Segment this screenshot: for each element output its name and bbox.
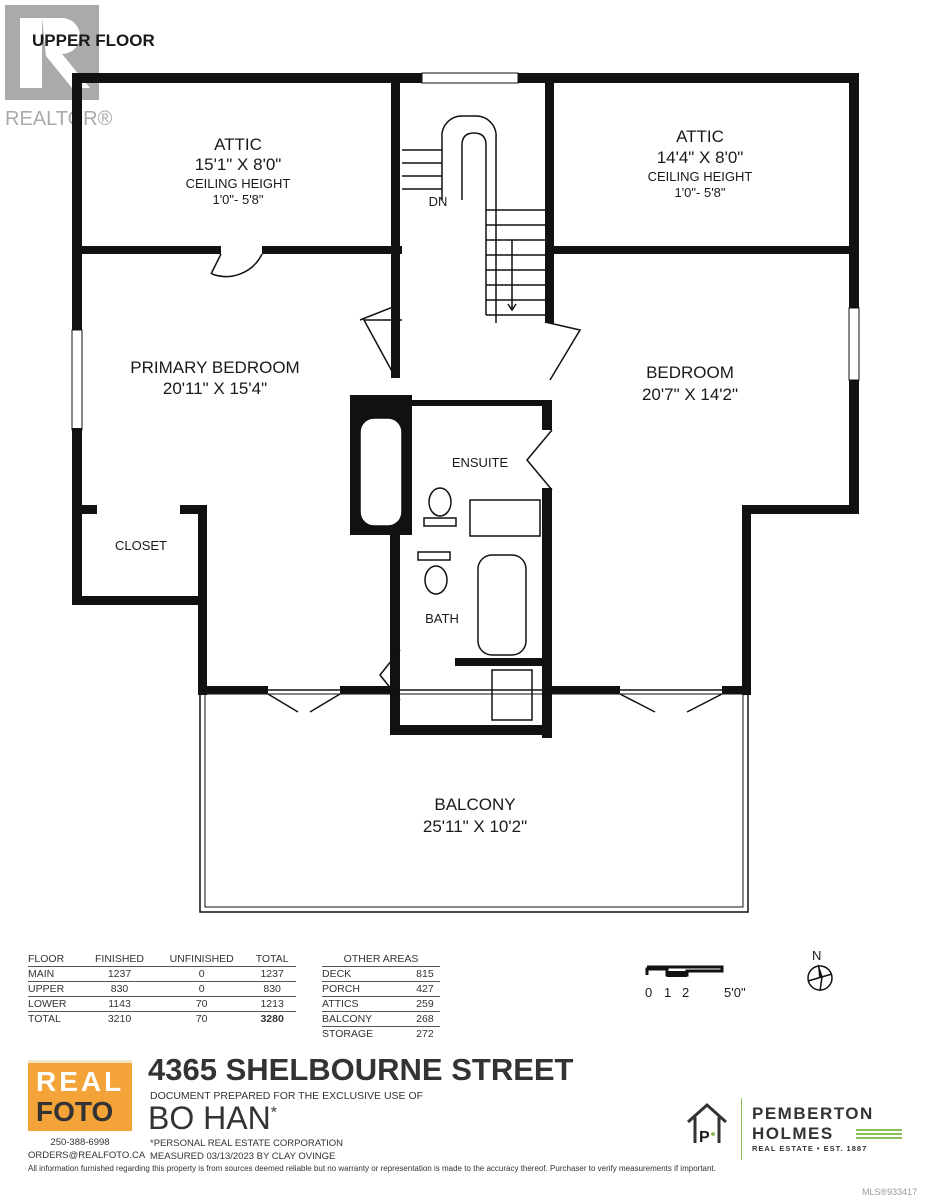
bedroom-name: BEDROOM [646,363,734,382]
svg-text:2: 2 [682,985,689,1000]
svg-text:N: N [812,948,821,963]
corp-text: *PERSONAL REAL ESTATE CORPORATION [150,1138,344,1149]
disclaimer: All information furnished regarding this… [28,1164,716,1173]
svg-text:14'4" X 8'0": 14'4" X 8'0" [657,148,744,167]
floor-plan: UPPER FLOOR ATTIC 15'1" X 8'0" CEILING H… [32,31,860,913]
svg-text:1: 1 [664,985,671,1000]
fixtures [359,417,541,721]
primary-name: PRIMARY BEDROOM [130,358,299,377]
balcony-outline [199,689,749,913]
room-attic-right: ATTIC 14'4" X 8'0" CEILING HEIGHT 1'0"- … [648,127,753,200]
svg-text:15'1" X 8'0": 15'1" X 8'0" [195,155,282,174]
room-attic-left: ATTIC 15'1" X 8'0" CEILING HEIGHT 1'0"- … [186,135,291,207]
closet-label: CLOSET [115,538,167,553]
primary-dims: 20'11" X 15'4" [163,379,267,398]
bedroom-dims: 20'7" X 14'2" [642,385,738,404]
svg-text:5'0": 5'0" [724,985,746,1000]
phone: 250-388-6998 [50,1137,110,1148]
balcony-dims: 25'11" X 10'2" [423,817,527,836]
email: ORDERS@REALFOTO.CA [28,1150,146,1161]
realfoto-logo: REAL FOTO [28,1060,132,1131]
svg-text:1'0"- 5'8": 1'0"- 5'8" [212,192,263,207]
ensuite-label: ENSUITE [452,455,509,470]
bath-label: BATH [425,611,459,626]
floor-label: UPPER FLOOR [32,31,155,50]
svg-text:ATTIC: ATTIC [214,135,262,154]
realtor-logo: REALTOR® [5,5,113,130]
measured-text: MEASURED 03/13/2023 BY CLAY OVINGE [150,1151,336,1162]
pemberton-holmes-logo: PEMBERTON HOLMES REAL ESTATE • EST. 1887 [752,1104,902,1153]
svg-text:P: P [699,1129,710,1146]
svg-text:CEILING HEIGHT: CEILING HEIGHT [186,176,291,191]
stairs-label: DN [429,194,448,209]
client-name: BO HAN* [148,1100,277,1136]
svg-text:0: 0 [645,985,652,1000]
pemberton-house-icon: P [686,1102,728,1146]
prepared-text: DOCUMENT PREPARED FOR THE EXCLUSIVE USE … [150,1090,424,1102]
svg-text:REALTOR®: REALTOR® [5,108,113,130]
mls-number: MLS®933417 [862,1187,918,1197]
stairs [210,115,723,713]
svg-text:ATTIC: ATTIC [676,127,724,146]
scale-bar: 0 1 2 5'0" N [645,948,833,1000]
svg-text:CEILING HEIGHT: CEILING HEIGHT [648,169,753,184]
svg-text:1'0"- 5'8": 1'0"- 5'8" [674,185,725,200]
balcony-name: BALCONY [434,795,515,814]
north-arrow-icon: N [807,948,833,992]
address: 4365 SHELBOURNE STREET [148,1052,574,1087]
